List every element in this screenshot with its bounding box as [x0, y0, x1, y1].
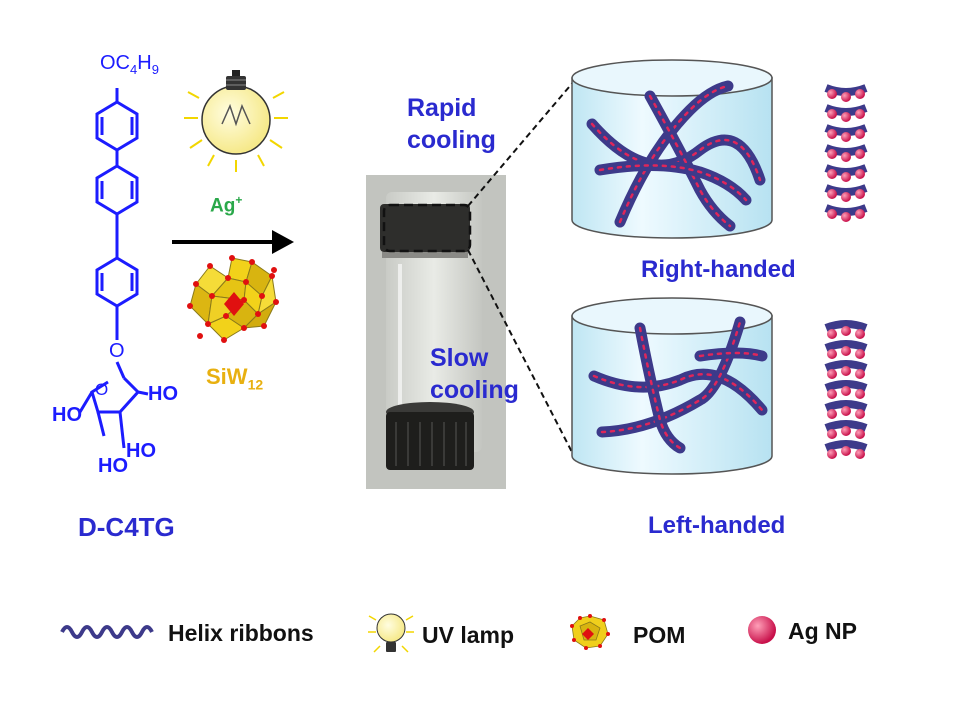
d-c4tg-molecule [78, 88, 149, 449]
benzene-ring-3 [95, 256, 139, 308]
legend-helix-icon [60, 625, 154, 639]
right-handed-gel-cylinder [571, 59, 773, 239]
benzene-ring-1 [95, 100, 139, 152]
benzene-ring-2 [95, 164, 139, 216]
uv-lamp-icon [184, 70, 288, 172]
legend-ag-np-icon [748, 616, 776, 644]
legend-ag-label: Ag NP [788, 618, 857, 644]
ring-oxygen-label: O [95, 380, 109, 399]
right-handed-helix-with-ag-np [824, 84, 868, 222]
legend-helix-label: Helix ribbons [168, 620, 314, 646]
zoom-lines [467, 79, 576, 459]
legend-uv-lamp-icon [368, 613, 414, 653]
silver-ion-label: Ag+ [210, 193, 243, 217]
pom-cluster-icon [187, 255, 279, 343]
hydroxyl-label-4: HO [98, 455, 128, 477]
linker-oxygen-label: O [109, 340, 125, 362]
right-handed-label: Right-handed [641, 256, 796, 283]
siw12-label: SiW12 [206, 364, 264, 393]
hydroxyl-label-3: HO [126, 440, 156, 462]
substituent-label: OC4H9 [100, 52, 159, 77]
left-handed-gel-cylinder [571, 297, 773, 475]
legend-uv-label: UV lamp [422, 622, 515, 648]
hydroxyl-label-1: HO [148, 383, 178, 405]
gel-vial-photo [366, 175, 506, 489]
molecule-name-label: D-C4TG [78, 512, 175, 542]
reaction-arrow [172, 230, 294, 254]
left-handed-helix-with-ag-np [824, 320, 868, 459]
left-handed-label: Left-handed [648, 512, 786, 539]
legend-pom-label: POM [633, 622, 686, 648]
hydroxyl-label-2: HO [52, 404, 82, 426]
glucose-ring [78, 376, 149, 449]
legend-pom-icon [570, 614, 610, 650]
